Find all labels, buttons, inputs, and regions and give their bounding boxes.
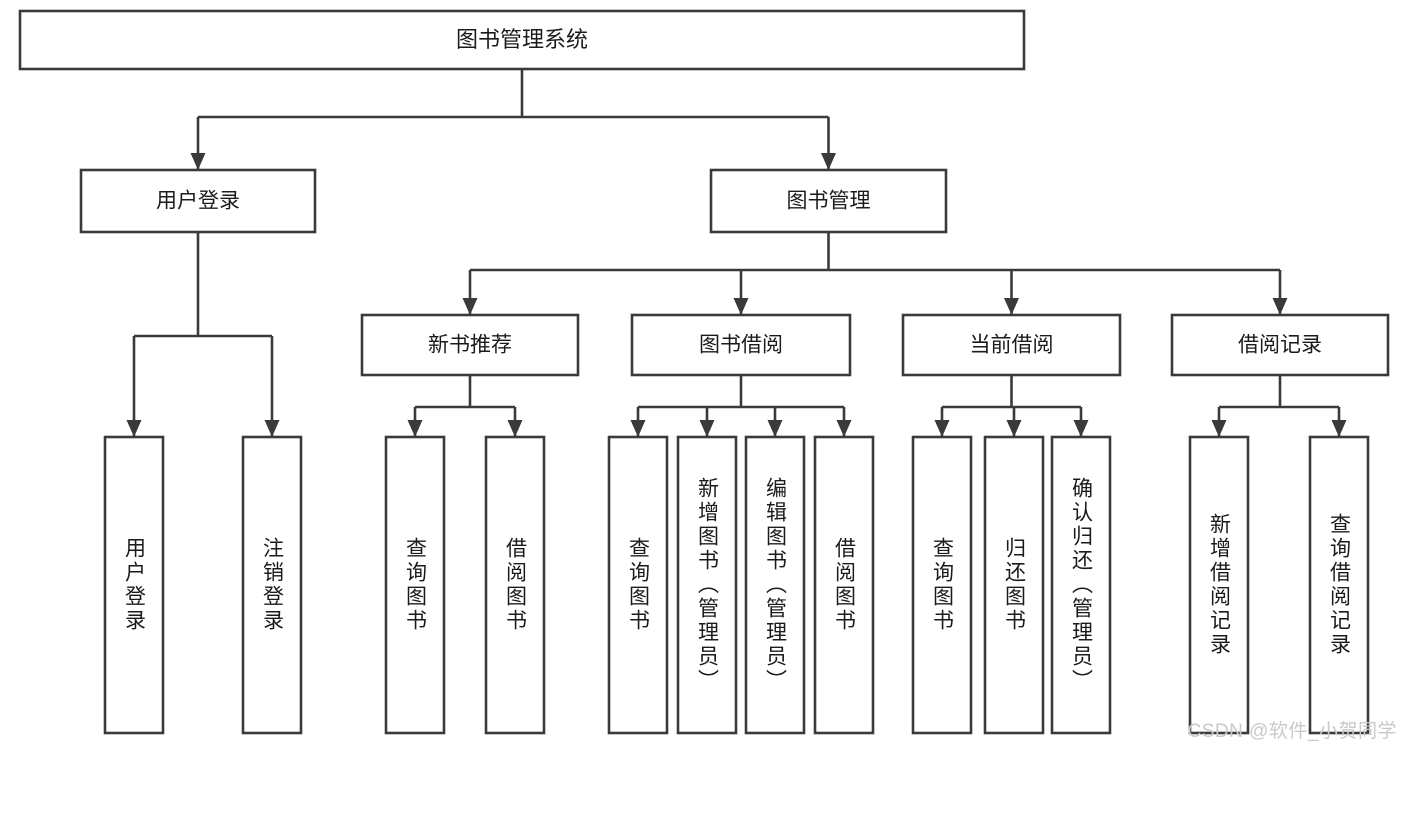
node-leaf-9[interactable] (983, 435, 1045, 735)
node-level3-3[interactable] (1170, 313, 1390, 377)
arrow-down-icon-leaf-2 (407, 420, 423, 437)
arrow-down-icon-leaf-4 (630, 420, 646, 437)
csdn-watermark: CSDN @软件_小贺同学 (1187, 721, 1397, 742)
node-leaf-1[interactable] (241, 435, 303, 735)
node-leaf-2[interactable] (384, 435, 446, 735)
arrow-down-icon-leaf-3 (507, 420, 523, 437)
arrow-down-icon-l3-3 (1272, 298, 1288, 315)
arrow-down-icon-l3-1 (733, 298, 749, 315)
arrow-down-icon-leaf-6 (767, 420, 783, 437)
arrow-down-icon-l3-0 (462, 298, 478, 315)
node-level3-2-label: 当前借阅 (970, 334, 1054, 357)
connectors-layer (126, 69, 1347, 437)
node-level3-1[interactable] (630, 313, 852, 377)
node-level3-1-label: 图书借阅 (699, 334, 783, 357)
node-leaf-6[interactable] (744, 435, 806, 735)
node-leaf-3[interactable] (484, 435, 546, 735)
node-root[interactable] (18, 9, 1026, 71)
arrow-down-icon-leaf-1 (264, 420, 280, 437)
node-level2-1-label: 图书管理 (787, 190, 871, 213)
arrow-down-icon-l2-0 (190, 153, 206, 170)
node-level2-0-label: 用户登录 (156, 190, 240, 213)
arrow-down-icon-leaf-8 (934, 420, 950, 437)
node-leaf-10[interactable] (1050, 435, 1112, 735)
node-leaf-12[interactable] (1308, 435, 1370, 735)
node-level2-0[interactable] (79, 168, 317, 234)
node-root-label: 图书管理系统 (456, 27, 588, 52)
node-level3-0-label: 新书推荐 (428, 334, 512, 357)
node-leaf-0[interactable] (103, 435, 165, 735)
node-level3-2[interactable] (901, 313, 1122, 377)
node-leaf-5[interactable] (676, 435, 738, 735)
node-leaf-11[interactable] (1188, 435, 1250, 735)
node-level3-3-label: 借阅记录 (1238, 334, 1322, 357)
arrow-down-icon-leaf-11 (1211, 420, 1227, 437)
node-leaf-8[interactable] (911, 435, 973, 735)
arrow-down-icon-leaf-7 (836, 420, 852, 437)
arrow-down-icon-leaf-12 (1331, 420, 1347, 437)
arrow-down-icon-leaf-9 (1006, 420, 1022, 437)
node-leaf-7[interactable] (813, 435, 875, 735)
arrow-down-icon-l2-1 (821, 153, 836, 170)
node-boxes-layer (18, 9, 1390, 735)
arrow-down-icon-l3-2 (1004, 298, 1019, 315)
node-level3-0[interactable] (360, 313, 580, 377)
arrow-down-icon-leaf-10 (1073, 420, 1089, 437)
node-level2-1[interactable] (709, 168, 948, 234)
arrow-down-icon-leaf-0 (126, 420, 142, 437)
node-leaf-4[interactable] (607, 435, 669, 735)
flowchart-canvas: 图书管理系统用户登录图书管理新书推荐图书借阅当前借阅借阅记录 用户登录注销登录查… (18, 9, 1397, 742)
arrow-down-icon-leaf-5 (699, 420, 715, 437)
